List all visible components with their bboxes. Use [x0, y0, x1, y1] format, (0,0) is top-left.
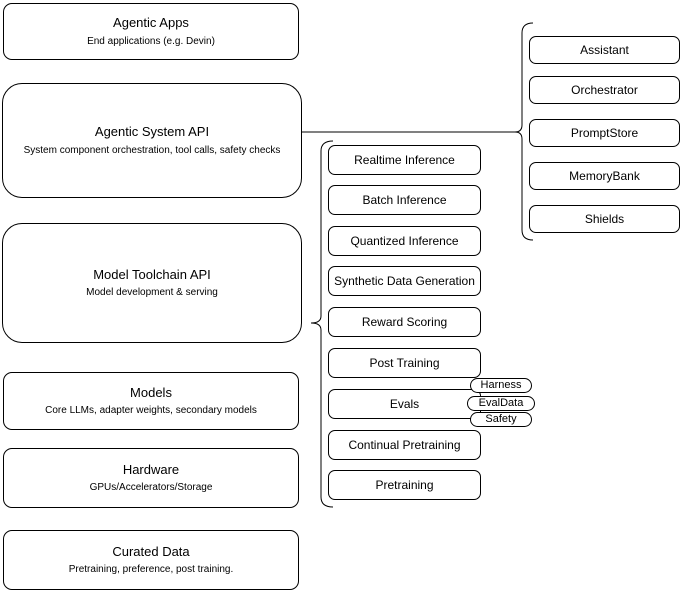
layer-title: Curated Data — [112, 543, 190, 559]
node-label: Assistant — [580, 42, 629, 57]
eval-tag-harness: Harness — [470, 378, 532, 393]
toolchain-brace — [310, 140, 334, 508]
node-label: Evals — [389, 396, 420, 411]
layer-title: Models — [130, 384, 172, 400]
node-label: Continual Pretraining — [348, 437, 461, 452]
node-label: Orchestrator — [571, 82, 638, 97]
toolchain-item-pretraining: Pretraining — [328, 470, 481, 500]
layer-box-hardware: Hardware GPUs/Accelerators/Storage — [3, 448, 299, 508]
component-box-memorybank: MemoryBank — [529, 162, 680, 190]
layer-box-agentic-apps: Agentic Apps End applications (e.g. Devi… — [3, 3, 299, 60]
layer-title: Agentic System API — [94, 124, 210, 140]
node-label: Post Training — [369, 355, 440, 370]
node-label: Pretraining — [375, 477, 434, 492]
layer-subtitle: Pretraining, preference, post training. — [68, 564, 234, 576]
layer-subtitle: Core LLMs, adapter weights, secondary mo… — [45, 405, 257, 417]
layer-title: Hardware — [122, 461, 180, 477]
toolchain-item-quantized-inference: Quantized Inference — [328, 226, 481, 256]
node-label: Synthetic Data Generation — [334, 273, 475, 288]
toolchain-item-evals: Evals — [328, 389, 481, 419]
node-label: Reward Scoring — [361, 314, 448, 329]
layer-title: Agentic Apps — [113, 15, 189, 31]
layer-subtitle: GPUs/Accelerators/Storage — [89, 482, 213, 494]
component-box-assistant: Assistant — [529, 36, 680, 64]
layer-title: Model Toolchain API — [93, 266, 211, 282]
toolchain-item-post-training: Post Training — [328, 348, 481, 378]
layer-box-agentic-system-api: Agentic System API System component orch… — [2, 83, 302, 198]
toolchain-item-synthetic-data-generation: Synthetic Data Generation — [328, 266, 481, 296]
layer-subtitle: System component orchestration, tool cal… — [23, 144, 281, 156]
toolchain-item-continual-pretraining: Continual Pretraining — [328, 430, 481, 460]
layer-box-curated-data: Curated Data Pretraining, preference, po… — [3, 530, 299, 590]
layer-box-model-toolchain-api: Model Toolchain API Model development & … — [2, 223, 302, 343]
component-box-promptstore: PromptStore — [529, 119, 680, 147]
node-label: Shields — [584, 211, 625, 226]
layer-subtitle: Model development & serving — [86, 287, 218, 299]
eval-tag-evaldata: EvalData — [467, 396, 535, 411]
component-box-shields: Shields — [529, 205, 680, 233]
node-label: Quantized Inference — [350, 233, 459, 248]
layer-box-models: Models Core LLMs, adapter weights, secon… — [3, 372, 299, 430]
components-brace — [514, 22, 534, 241]
pill-label: Harness — [480, 379, 522, 391]
layer-subtitle: End applications (e.g. Devin) — [87, 35, 215, 47]
node-label: MemoryBank — [569, 168, 640, 183]
component-box-orchestrator: Orchestrator — [529, 76, 680, 104]
pill-label: EvalData — [478, 397, 524, 409]
node-label: Batch Inference — [362, 192, 447, 207]
toolchain-item-reward-scoring: Reward Scoring — [328, 307, 481, 337]
toolchain-item-batch-inference: Batch Inference — [328, 185, 481, 215]
toolchain-item-realtime-inference: Realtime Inference — [328, 145, 481, 175]
eval-tag-safety: Safety — [470, 412, 532, 427]
node-label: PromptStore — [570, 125, 639, 140]
pill-label: Safety — [485, 413, 517, 425]
node-label: Realtime Inference — [354, 152, 455, 167]
